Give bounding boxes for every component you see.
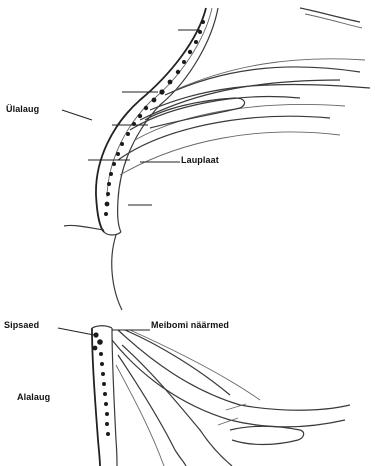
lower-lash-dots [93, 332, 110, 436]
label-lower-eyelid: Alalaug [17, 392, 50, 402]
label-eyelid-corner: Sipsaed [4, 320, 39, 330]
label-lens: Lauplaat [181, 155, 219, 165]
lower-eyelid-shape [58, 326, 350, 466]
eyeball-curve [112, 235, 122, 310]
label-upper-eyelid: Ülalaug [6, 104, 39, 114]
label-meibomian-gland: Meibomi näärmed [151, 320, 229, 330]
upper-eyelid-shape [62, 8, 370, 235]
